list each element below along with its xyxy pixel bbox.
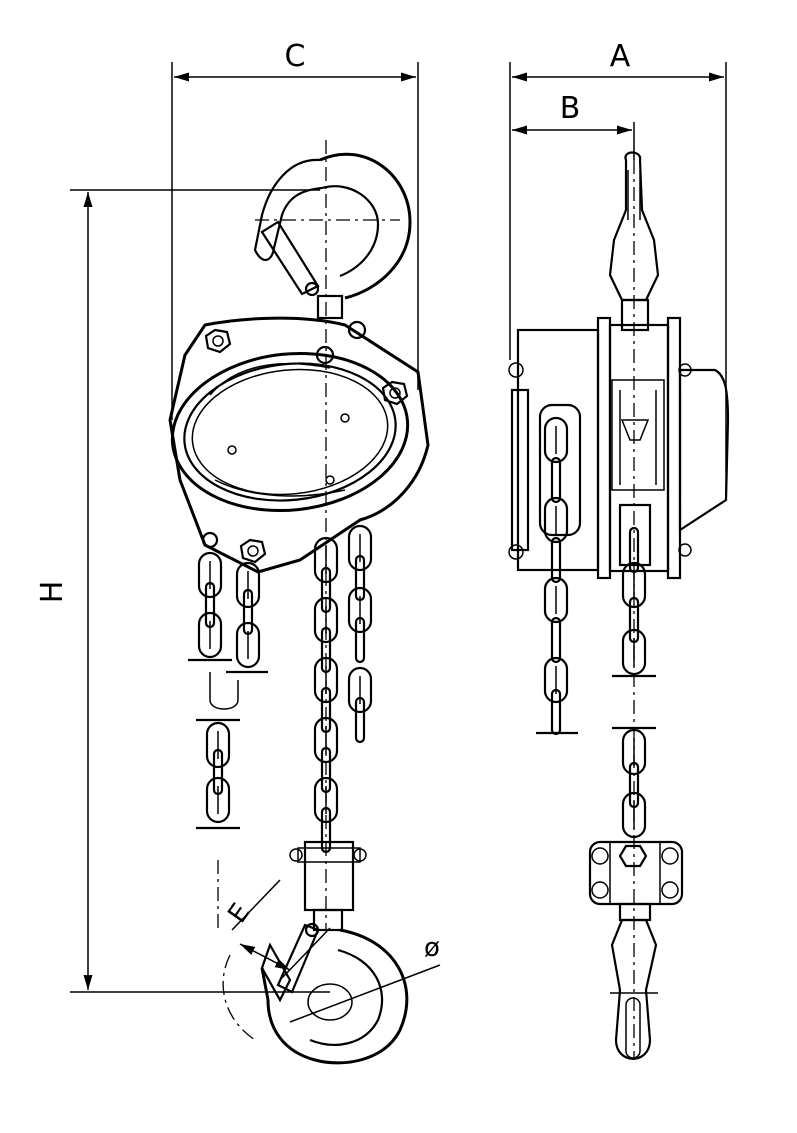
side-view bbox=[508, 151, 730, 1060]
dimension-label-a: A bbox=[610, 39, 631, 74]
hex-bolt bbox=[381, 380, 409, 406]
dimension-label-h: H bbox=[35, 581, 70, 604]
hex-bolt bbox=[239, 538, 267, 564]
side-load-chain bbox=[612, 503, 656, 839]
hex-bolt bbox=[204, 328, 232, 354]
front-view bbox=[168, 140, 430, 1065]
side-bottom-block bbox=[588, 840, 684, 1060]
front-body bbox=[168, 316, 430, 574]
dimension-label-b: B bbox=[560, 91, 581, 126]
side-hand-chain bbox=[536, 416, 578, 736]
dimension-phi: ø bbox=[289, 933, 441, 1023]
dimension-label-c: C bbox=[285, 39, 306, 74]
hand-chain-left bbox=[188, 551, 268, 830]
dimension-a: A bbox=[509, 39, 727, 500]
side-body bbox=[508, 316, 730, 580]
load-chain-front bbox=[313, 524, 373, 854]
dimension-b: B bbox=[512, 91, 635, 160]
dimension-h: H bbox=[35, 189, 330, 993]
top-hook bbox=[253, 152, 412, 340]
dimension-label-phi: ø bbox=[424, 933, 440, 963]
dimension-c: C bbox=[171, 39, 419, 420]
dimension-label-e: E bbox=[222, 898, 256, 929]
bottom-hook bbox=[222, 840, 409, 1065]
side-top-hook bbox=[608, 151, 660, 332]
